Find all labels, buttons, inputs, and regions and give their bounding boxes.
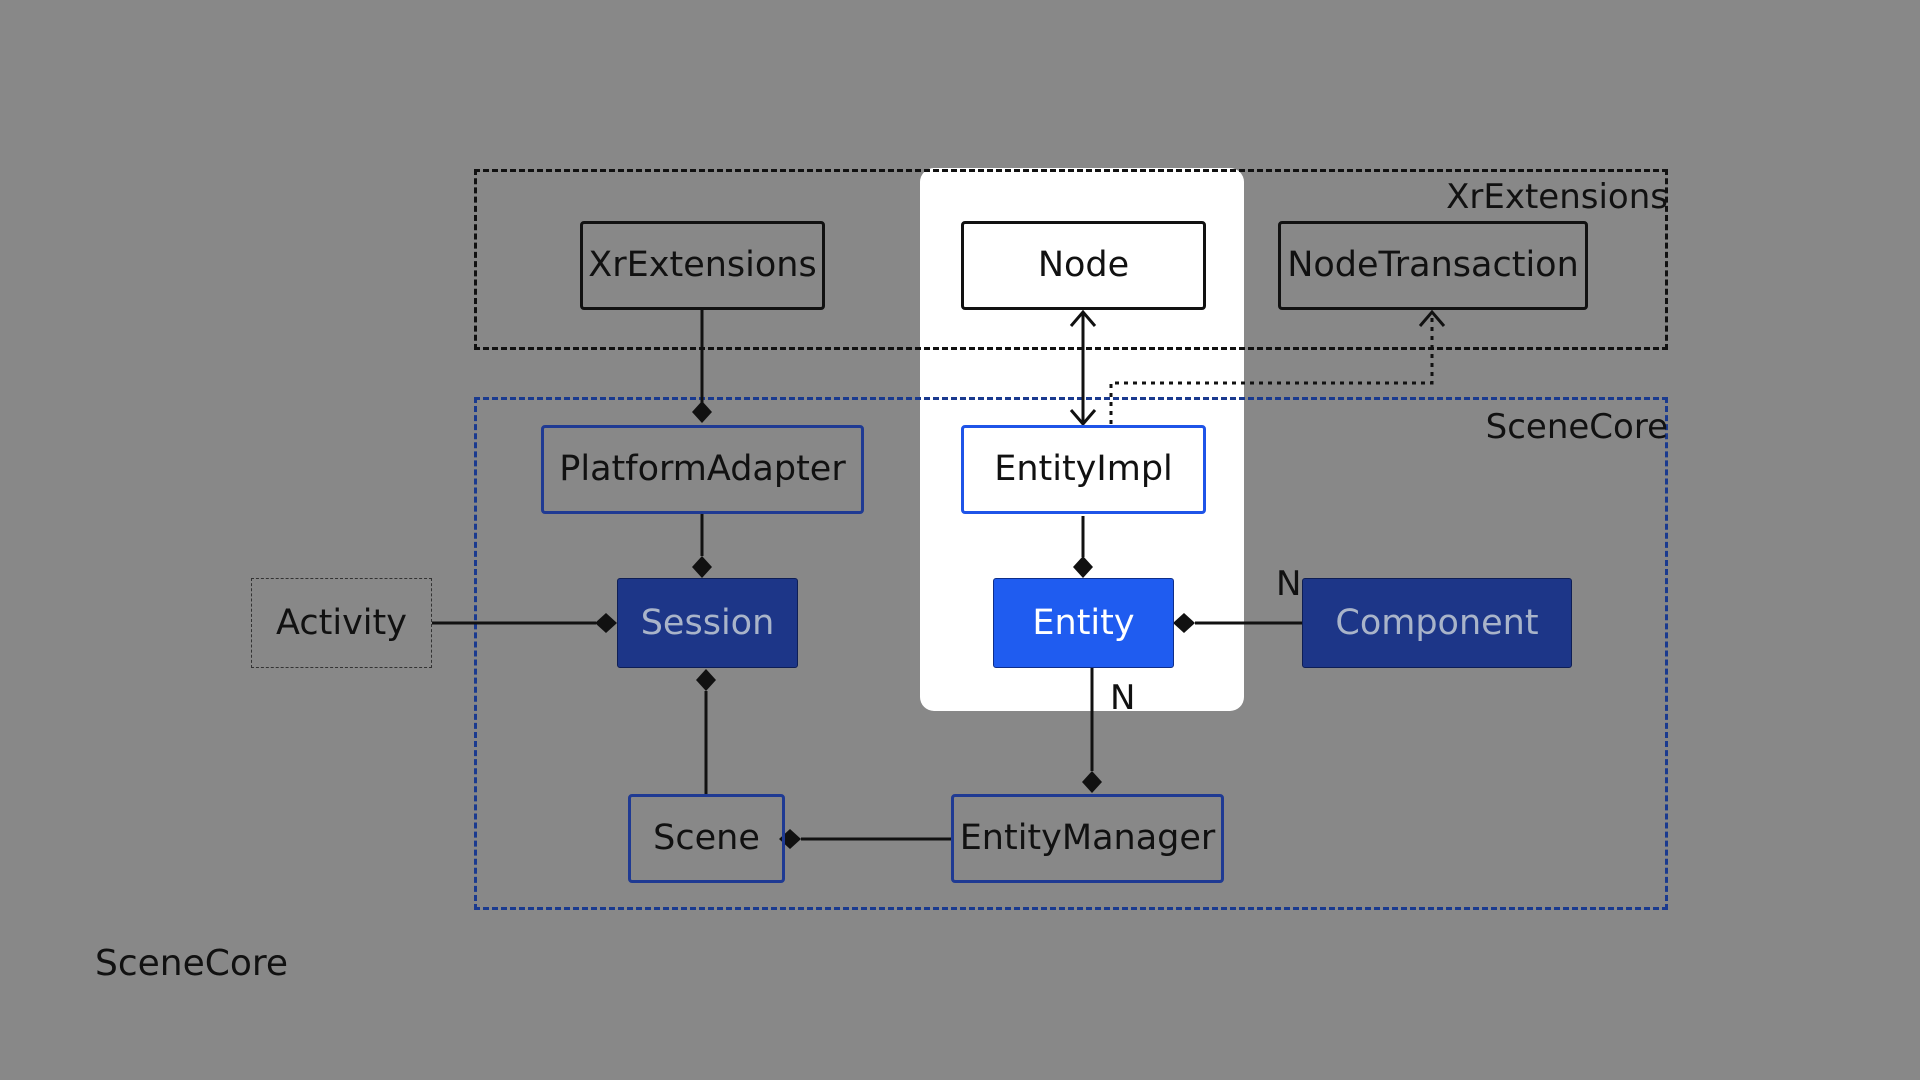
group-scene-core	[474, 397, 1668, 910]
node-platform-adapter[interactable]: PlatformAdapter	[541, 425, 864, 514]
node-activity[interactable]: Activity	[251, 578, 432, 668]
node-scene[interactable]: Scene	[628, 794, 785, 883]
diagram-caption: SceneCore	[95, 943, 289, 984]
node-entity-impl[interactable]: EntityImpl	[961, 425, 1206, 514]
node-node[interactable]: Node	[961, 221, 1206, 310]
group-xr-extensions	[474, 169, 1668, 350]
node-node-transaction[interactable]: NodeTransaction	[1278, 221, 1588, 310]
group-label-scene-core: SceneCore	[1485, 407, 1668, 447]
group-label-xr-extensions: XrExtensions	[1446, 177, 1668, 217]
multiplicity-component: N	[1276, 564, 1302, 604]
node-session[interactable]: Session	[617, 578, 798, 668]
node-component[interactable]: Component	[1302, 578, 1572, 668]
node-entity-manager[interactable]: EntityManager	[951, 794, 1224, 883]
node-entity[interactable]: Entity	[993, 578, 1174, 668]
multiplicity-entity-manager: N	[1110, 678, 1136, 718]
node-xr-extensions[interactable]: XrExtensions	[580, 221, 825, 310]
